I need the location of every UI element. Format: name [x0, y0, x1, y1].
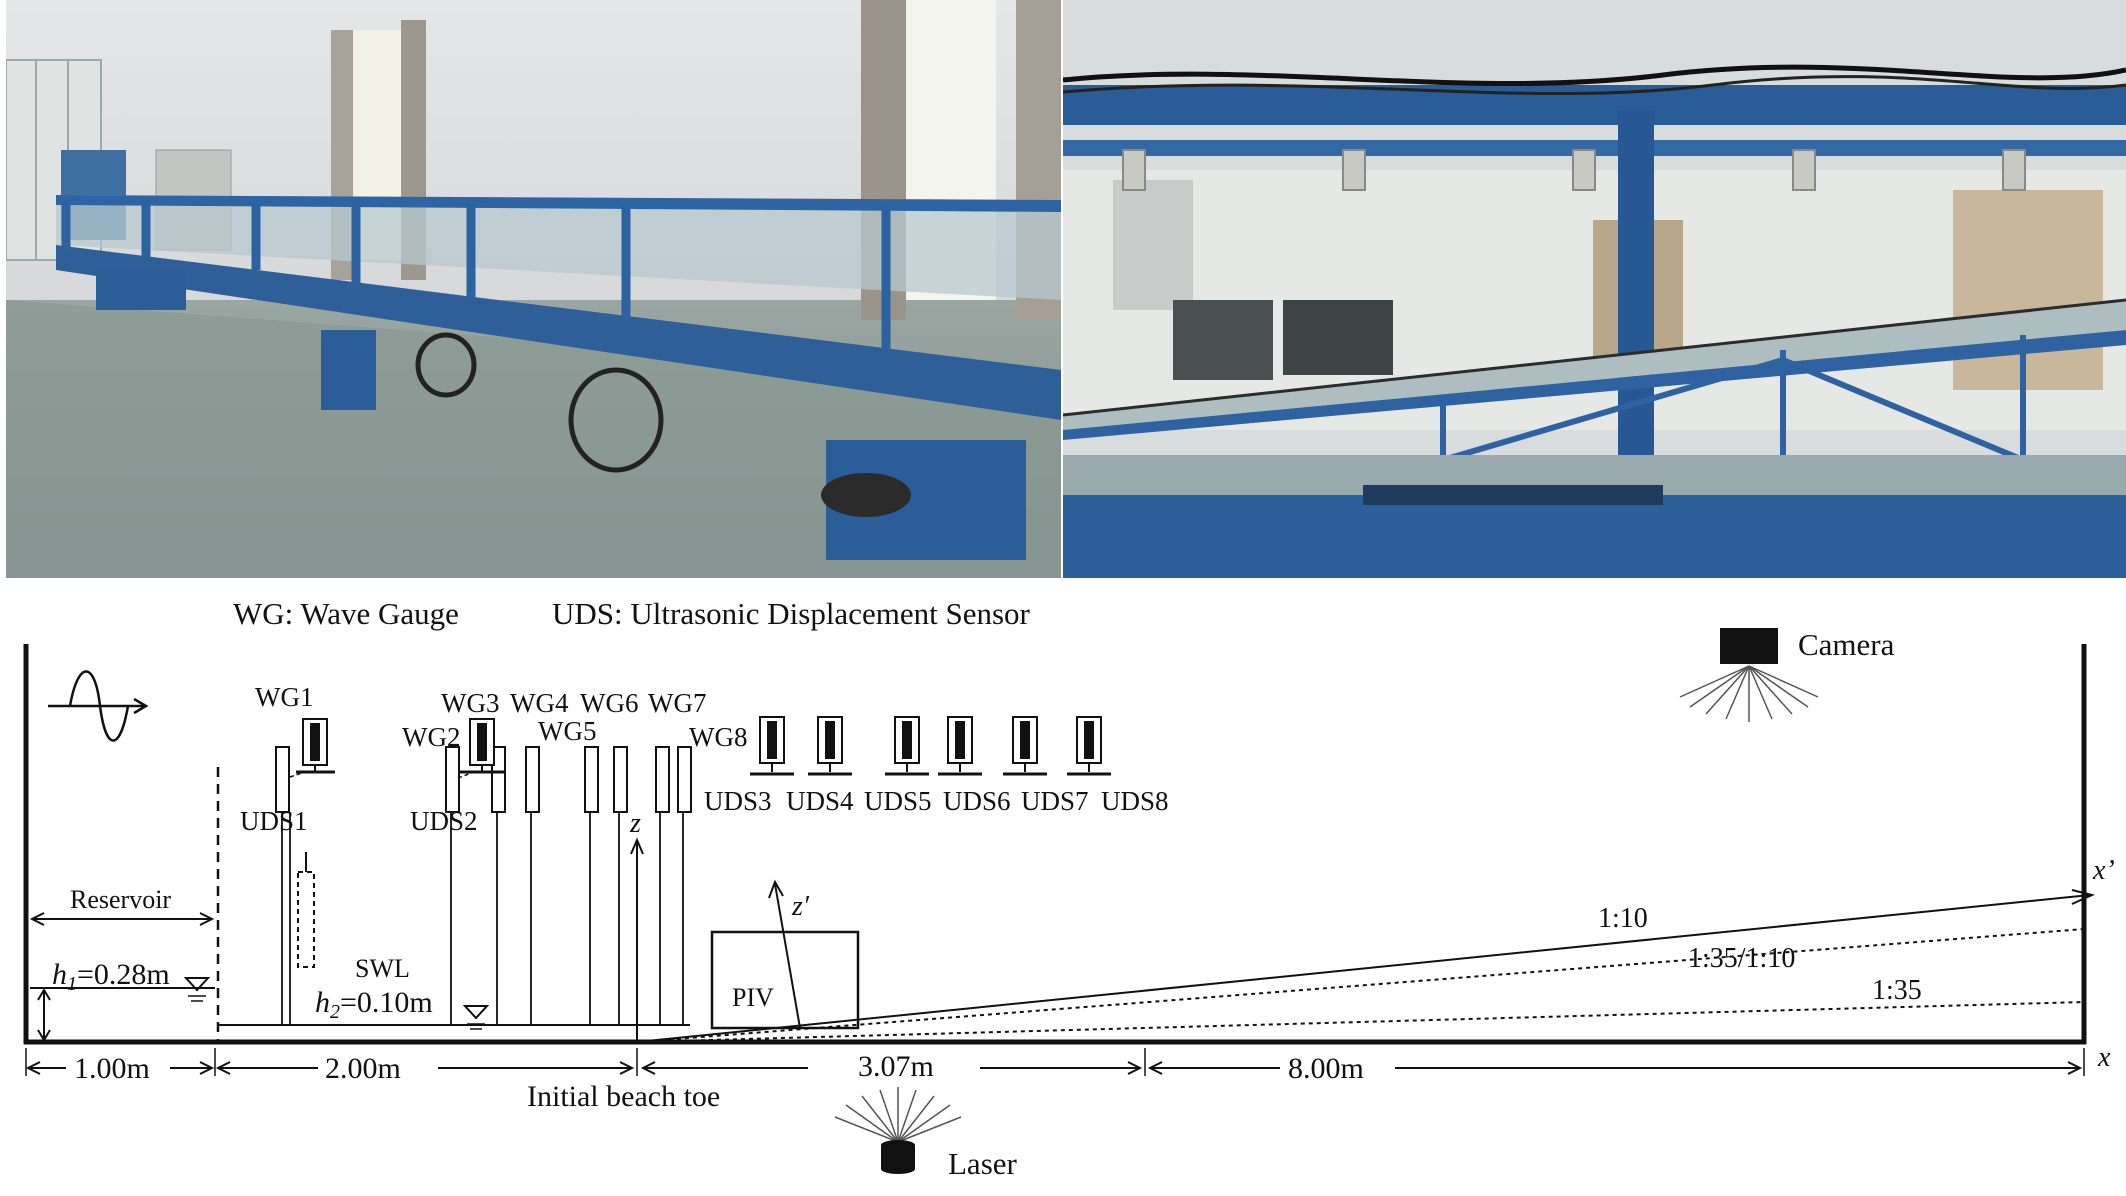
zprime-axis-label: z′	[791, 891, 810, 922]
dashed-probe	[297, 871, 315, 968]
swl-water-symbol	[462, 1005, 490, 1020]
x-axis-label: x	[2097, 1042, 2111, 1073]
label-wg3: WG3	[441, 688, 499, 718]
legend-uds: UDS: Ultrasonic Displacement Sensor	[552, 596, 1031, 631]
label-wg7: WG7	[648, 688, 706, 718]
wave-direction-icon	[48, 670, 149, 742]
zprime-axis	[768, 879, 801, 1029]
photo-flume-overview-art	[6, 0, 1061, 578]
dimension-lines	[25, 1061, 2083, 1075]
swl-label: SWL	[355, 954, 410, 983]
label-uds3: UDS3	[704, 786, 772, 816]
slope-label-1-10: 1:10	[1598, 903, 1648, 934]
uds7-sensor	[1003, 716, 1047, 776]
label-uds8: UDS8	[1101, 786, 1169, 816]
camera-icon	[1679, 628, 1819, 722]
camera-label: Camera	[1798, 627, 1895, 662]
z-axis	[630, 837, 644, 1042]
reservoir-label: Reservoir	[70, 885, 171, 914]
reservoir-water-symbol	[183, 977, 211, 992]
photo-beach-closeup	[1063, 0, 2126, 578]
xprime-axis-label: x’	[2092, 855, 2115, 886]
dimension-label-1: 1.00m	[74, 1052, 150, 1085]
slope-label-mixed: 1:35/1:10	[1688, 943, 1795, 974]
wave-gauge-bodies	[275, 746, 692, 813]
beach-toe-label: Initial beach toe	[527, 1080, 720, 1113]
dimension-ticks	[25, 1048, 2085, 1076]
flume-outline	[23, 644, 2087, 1045]
slope-mixed-line	[636, 928, 2085, 1043]
dimension-label-4: 8.00m	[1288, 1052, 1364, 1085]
wave-gauge-labels: WG1 WG2 WG3 WG4 WG5 WG6 WG7 WG8	[255, 682, 747, 752]
label-wg1: WG1	[255, 682, 313, 712]
h1-arrow	[37, 988, 51, 1042]
z-axis-label: z	[629, 808, 641, 839]
label-uds1: UDS1	[240, 806, 308, 836]
label-wg8: WG8	[689, 722, 747, 752]
slope-1-10-line	[636, 894, 2091, 1043]
h1-label: h1=0.28m	[52, 958, 170, 995]
reservoir-arrow	[29, 912, 215, 926]
photo-beach-closeup-art	[1063, 0, 2126, 578]
laser-icon	[834, 1087, 962, 1174]
label-wg2: WG2	[402, 722, 460, 752]
label-wg4: WG4	[510, 688, 569, 718]
uds5-sensor	[885, 716, 929, 776]
uds8-sensor	[1067, 716, 1111, 776]
photo-flume-overview	[6, 0, 1061, 578]
uds3-sensor	[750, 716, 794, 776]
h2-label: h2=0.10m	[315, 986, 433, 1023]
flume-schematic: WG: Wave Gauge UDS: Ultrasonic Displacem…	[23, 596, 2115, 1181]
xprime-arrow	[2071, 889, 2096, 905]
uds4-sensor	[808, 716, 852, 776]
label-uds7: UDS7	[1021, 786, 1089, 816]
label-uds2: UDS2	[410, 806, 478, 836]
gauge-lines	[281, 812, 684, 1025]
uds-labels: UDS1 UDS2 UDS3 UDS4 UDS5 UDS6 UDS7 UDS8	[240, 786, 1169, 836]
label-wg6: WG6	[580, 688, 638, 718]
uds6-sensor	[938, 716, 982, 776]
label-uds5: UDS5	[864, 786, 932, 816]
uds-sensor-row	[750, 716, 1111, 776]
slope-1-35-line	[636, 1001, 2085, 1043]
laser-label: Laser	[948, 1146, 1018, 1181]
label-uds4: UDS4	[786, 786, 854, 816]
slope-label-1-35: 1:35	[1872, 975, 1922, 1006]
legend-wave-gauge: WG: Wave Gauge	[233, 596, 459, 631]
uds2-sensor	[457, 718, 505, 779]
piv-label: PIV	[732, 983, 774, 1012]
dimension-label-3: 3.07m	[858, 1050, 934, 1083]
label-uds6: UDS6	[943, 786, 1011, 816]
label-wg5: WG5	[538, 716, 596, 746]
uds1-sensor	[289, 718, 335, 778]
dimension-label-2: 2.00m	[325, 1052, 401, 1085]
